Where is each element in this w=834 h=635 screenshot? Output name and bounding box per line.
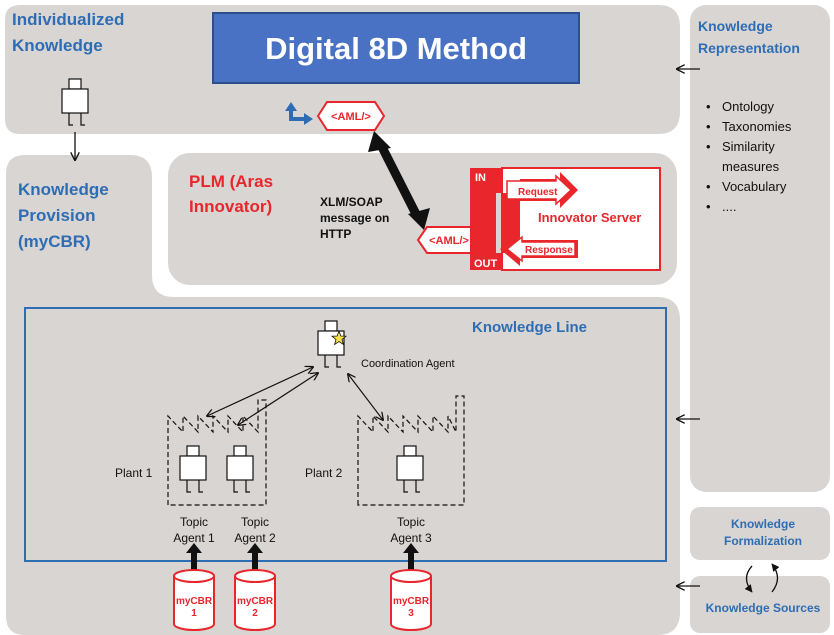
database-2-label-2: 2 bbox=[252, 608, 258, 619]
knowledge-sources-panel bbox=[690, 576, 830, 633]
server-name: Innovator Server bbox=[538, 210, 641, 225]
message-label: XLM/SOAP bbox=[320, 195, 383, 209]
message-label-3: HTTP bbox=[320, 227, 351, 241]
svg-text:•: • bbox=[706, 139, 711, 154]
representation-item: .... bbox=[722, 199, 736, 214]
topic-agent-2-label-2: Agent 2 bbox=[234, 531, 276, 545]
plant-1-label: Plant 1 bbox=[115, 466, 153, 480]
database-1-label-2: 1 bbox=[191, 608, 197, 619]
soap-message-arrow bbox=[368, 131, 430, 230]
knowledge-provision-heading: Knowledge bbox=[18, 180, 109, 199]
knowledge-formalization-heading-2: Formalization bbox=[724, 534, 802, 548]
return-arrow-icon bbox=[285, 102, 313, 125]
cycle-arrows-icon bbox=[744, 563, 780, 593]
svg-text:•: • bbox=[706, 119, 711, 134]
plm-heading: PLM (Aras bbox=[189, 172, 273, 191]
innovator-server-block bbox=[470, 167, 661, 271]
svg-text:•: • bbox=[706, 99, 711, 114]
aml-label-bottom: <AML/> bbox=[429, 235, 469, 247]
server-out-label: OUT bbox=[474, 258, 498, 270]
request-label: Request bbox=[518, 187, 558, 198]
knowledge-formalization-panel bbox=[690, 507, 830, 560]
knowledge-representation-panel bbox=[690, 5, 830, 492]
title-box bbox=[212, 12, 580, 84]
representation-item: Vocabulary bbox=[722, 179, 787, 194]
plant-1-outline bbox=[167, 399, 267, 506]
coordination-plant1b-arrow bbox=[238, 373, 318, 425]
coordination-plant2-arrow bbox=[348, 374, 383, 420]
knowledge-provision-heading-2: Provision bbox=[18, 206, 95, 225]
plant-2-outline bbox=[357, 395, 465, 506]
representation-item: measures bbox=[722, 159, 780, 174]
knowledge-provision-heading-3: (myCBR) bbox=[18, 232, 91, 251]
individualized-knowledge-heading: Individualized bbox=[12, 10, 124, 29]
plm-heading-2: Innovator) bbox=[189, 197, 272, 216]
aml-label-top: <AML/> bbox=[331, 111, 371, 123]
topic-agent-3-label: Topic bbox=[397, 515, 425, 529]
knowledge-sources-heading: Knowledge Sources bbox=[706, 601, 821, 615]
representation-item: Taxonomies bbox=[722, 119, 792, 134]
database-2-label: myCBR bbox=[237, 596, 274, 607]
representation-item: Similarity bbox=[722, 139, 775, 154]
response-label: Response bbox=[525, 245, 573, 256]
topic-agent-1-label: Topic bbox=[180, 515, 208, 529]
knowledge-representation-heading: Knowledge bbox=[698, 18, 773, 34]
knowledge-line-heading: Knowledge Line bbox=[472, 319, 587, 336]
coordination-agent-label: Coordination Agent bbox=[361, 358, 455, 370]
topic-agent-2-label: Topic bbox=[241, 515, 269, 529]
topic-agent-3-label-2: Agent 3 bbox=[390, 531, 432, 545]
knowledge-formalization-heading: Knowledge bbox=[731, 517, 795, 531]
plant-2-label: Plant 2 bbox=[305, 466, 343, 480]
representation-list: • Ontology • Taxonomies • Similarity measur… bbox=[706, 99, 792, 214]
database-1-label: myCBR bbox=[176, 596, 213, 607]
knowledge-line-box bbox=[24, 307, 667, 562]
page-title: Digital 8D Method bbox=[265, 31, 527, 66]
knowledge-representation-heading-2: Representation bbox=[698, 40, 800, 56]
database-3-label-2: 3 bbox=[408, 608, 414, 619]
server-in-label: IN bbox=[475, 172, 486, 184]
svg-text:•: • bbox=[706, 199, 711, 214]
individualized-knowledge-heading-2: Knowledge bbox=[12, 36, 103, 55]
star-icon bbox=[330, 329, 348, 346]
knowledge-provision-panel bbox=[6, 155, 680, 635]
svg-text:•: • bbox=[706, 179, 711, 194]
database-3-label: myCBR bbox=[393, 596, 430, 607]
message-label-2: message on bbox=[320, 211, 389, 225]
topic-agent-1-label-2: Agent 1 bbox=[173, 531, 215, 545]
representation-item: Ontology bbox=[722, 99, 775, 114]
aml-badge-top bbox=[316, 101, 386, 131]
